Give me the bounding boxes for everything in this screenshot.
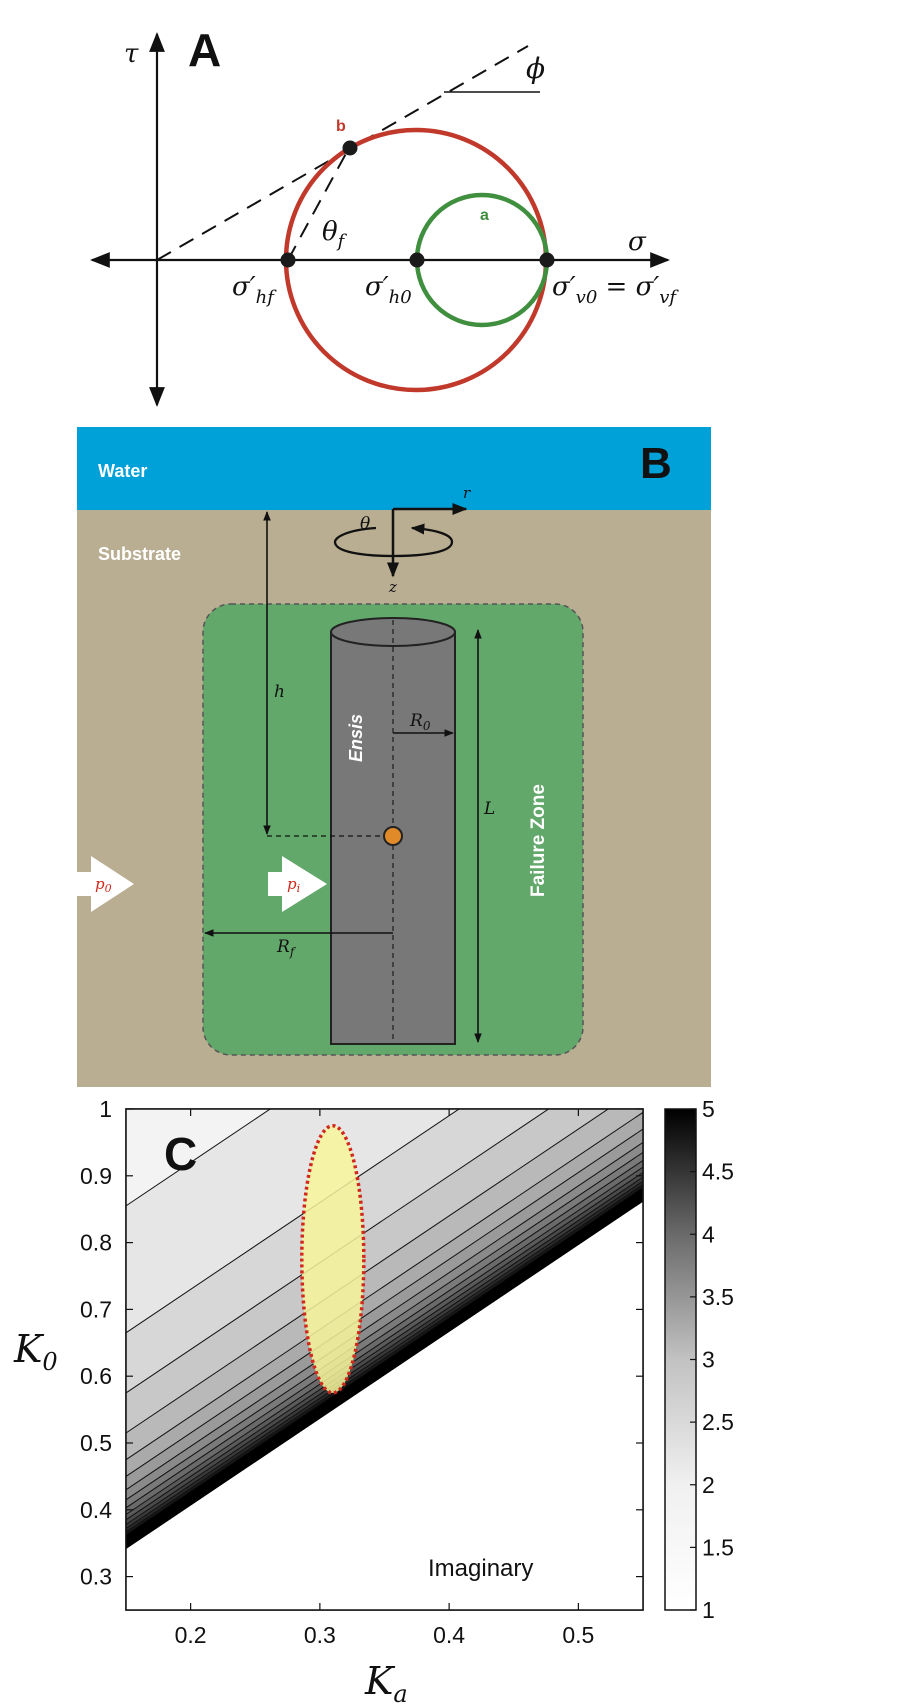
contour-line	[126, 1184, 643, 1533]
panel-b-label: B	[640, 439, 672, 488]
contour-line	[126, 1109, 460, 1334]
contour-line	[126, 1166, 643, 1515]
y-tick-label: 1	[99, 1096, 112, 1122]
y-tick-label: 0.3	[80, 1564, 112, 1590]
contour-band	[126, 1167, 643, 1520]
panel-c: C Imaginary 0.2 0.3 0.4 0.5 0.3 0.4 0.5 0.6 0.7…	[13, 1096, 734, 1708]
colorbar-tick-label: 1.5	[702, 1534, 734, 1560]
substrate-label: Substrate	[98, 544, 181, 564]
panel-a: A τ σ ϕ θf b a σ′hf σ′h0 σ′v0 = σ′vf	[90, 24, 679, 407]
colorbar-tick-label: 1	[702, 1597, 715, 1623]
contour-band	[126, 1112, 643, 1477]
highlight-ellipse	[300, 1123, 366, 1395]
y-tick-label: 0.4	[80, 1497, 112, 1523]
point-s-v0	[539, 252, 555, 268]
contour-band	[126, 1152, 643, 1508]
contour-band	[126, 1109, 643, 1460]
y-tick-label: 0.5	[80, 1430, 112, 1456]
panel-c-label: C	[164, 1128, 197, 1180]
length-label: L	[483, 799, 495, 819]
colorbar-tick-label: 3	[702, 1347, 715, 1373]
contour-line	[126, 1176, 643, 1525]
x-axis-ticks: 0.2 0.3 0.4 0.5	[175, 1109, 594, 1648]
phi-label: ϕ	[526, 52, 545, 85]
contour-line	[126, 1172, 643, 1521]
sigma-h0-label: σ′h0	[365, 272, 412, 308]
theta-f-label: θf	[322, 217, 348, 252]
y-axis-label: K0	[13, 1327, 58, 1376]
y-axis-ticks: 0.3 0.4 0.5 0.6 0.7 0.8 0.9 1	[80, 1096, 643, 1590]
contour-line	[126, 1109, 550, 1394]
contour-band	[126, 1160, 643, 1515]
contour-band	[126, 1187, 643, 1550]
z-axis-label: z	[388, 578, 397, 596]
y-tick-label: 0.7	[80, 1296, 112, 1322]
x-tick-label: 0.2	[175, 1622, 207, 1648]
panel-b: Water Substrate B Failure Zone Ensis R0 …	[77, 427, 711, 1087]
p0-arrow	[77, 856, 134, 912]
colorbar-tick-label: 4	[702, 1221, 715, 1247]
point-b-label: b	[336, 118, 346, 135]
contour-band	[126, 1129, 643, 1490]
r-axis-label: r	[463, 484, 471, 502]
contour-line	[126, 1111, 643, 1461]
contour-line	[126, 1128, 643, 1477]
contour-band	[126, 1184, 643, 1535]
contour-band	[126, 1177, 643, 1529]
y-tick-label: 0.9	[80, 1163, 112, 1189]
colorbar-ticks: 1 1.5 2 2.5 3 3.5 4 4.5 5	[690, 1096, 734, 1623]
point-a-label: a	[480, 207, 489, 224]
failure-zone-label: Failure Zone	[528, 784, 549, 897]
imaginary-label: Imaginary	[428, 1555, 533, 1582]
x-tick-label: 0.3	[304, 1622, 336, 1648]
point-b	[342, 140, 358, 156]
contour-line	[126, 1109, 272, 1207]
sigma-hf-label: σ′hf	[232, 272, 277, 308]
p0-label: p0	[95, 875, 112, 895]
colorbar-tick-label: 5	[702, 1096, 715, 1122]
tau-axis-label: τ	[124, 39, 139, 69]
colorbar-tick-label: 3.5	[702, 1284, 734, 1310]
failure-plane-line	[287, 147, 350, 261]
contour-band	[126, 1181, 643, 1532]
sigma-v0-label: σ′v0 = σ′vf	[552, 272, 679, 308]
contour-band	[126, 1142, 643, 1500]
pi-label: pi	[287, 875, 300, 895]
x-tick-label: 0.4	[433, 1622, 465, 1648]
contour-band	[126, 1172, 643, 1525]
midpoint-marker	[383, 826, 403, 846]
contour-line	[126, 1180, 643, 1529]
imaginary-region	[126, 1201, 643, 1610]
point-s-hf	[280, 252, 296, 268]
point-s-h0	[409, 252, 425, 268]
panel-a-label: A	[188, 24, 221, 76]
contour-line	[126, 1141, 643, 1491]
plot-frame	[125, 1108, 644, 1611]
ensis-label: Ensis	[346, 714, 366, 762]
water-layer	[77, 427, 711, 510]
depth-label: h	[274, 682, 285, 702]
contour-line	[126, 1160, 643, 1509]
colorbar-tick-label: 2	[702, 1472, 715, 1498]
r0-label: R0	[409, 711, 431, 733]
contour-line	[126, 1109, 610, 1434]
rf-label: Rf	[276, 937, 297, 959]
x-axis-label: Ka	[364, 1659, 408, 1708]
contour-line	[126, 1152, 643, 1501]
y-tick-label: 0.6	[80, 1363, 112, 1389]
sigma-axis-label: σ	[628, 227, 647, 257]
theta-rotation-arrow	[333, 523, 454, 558]
y-tick-label: 0.8	[80, 1230, 112, 1256]
theta-label: θ	[360, 514, 370, 534]
contour-line	[126, 1186, 643, 1535]
colorbar-tick-label: 4.5	[702, 1159, 734, 1185]
colorbar-tick-label: 2.5	[702, 1409, 734, 1435]
water-label: Water	[98, 461, 147, 481]
x-tick-label: 0.5	[562, 1622, 594, 1648]
pi-arrow	[268, 856, 327, 912]
